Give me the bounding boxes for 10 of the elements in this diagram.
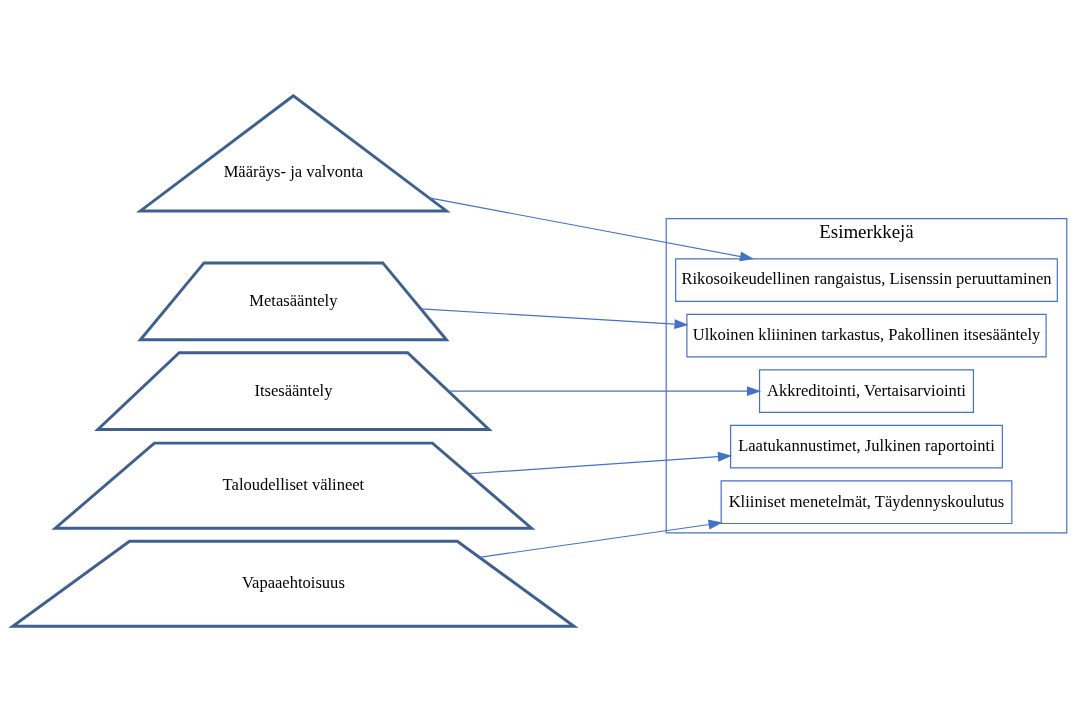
arrow [420,308,689,330]
arrow [478,519,723,558]
node-box: Akkreditointi, Vertaisarviointi [758,369,974,413]
arrow [428,197,755,262]
node-box: Rikosoikeudellinen rangaistus, Lisenssin peruuttaminen [675,258,1058,302]
arrow [448,386,762,397]
node-box: Laatukannustimet, Julkinen raportointi [730,424,1003,469]
arrow [467,451,733,475]
node-box: Ulkoinen kliininen tarkastus, Pakollinen itsesääntely [686,313,1047,358]
node-box: Kliiniset menetelmät, Täydennyskoulutus [720,480,1013,525]
